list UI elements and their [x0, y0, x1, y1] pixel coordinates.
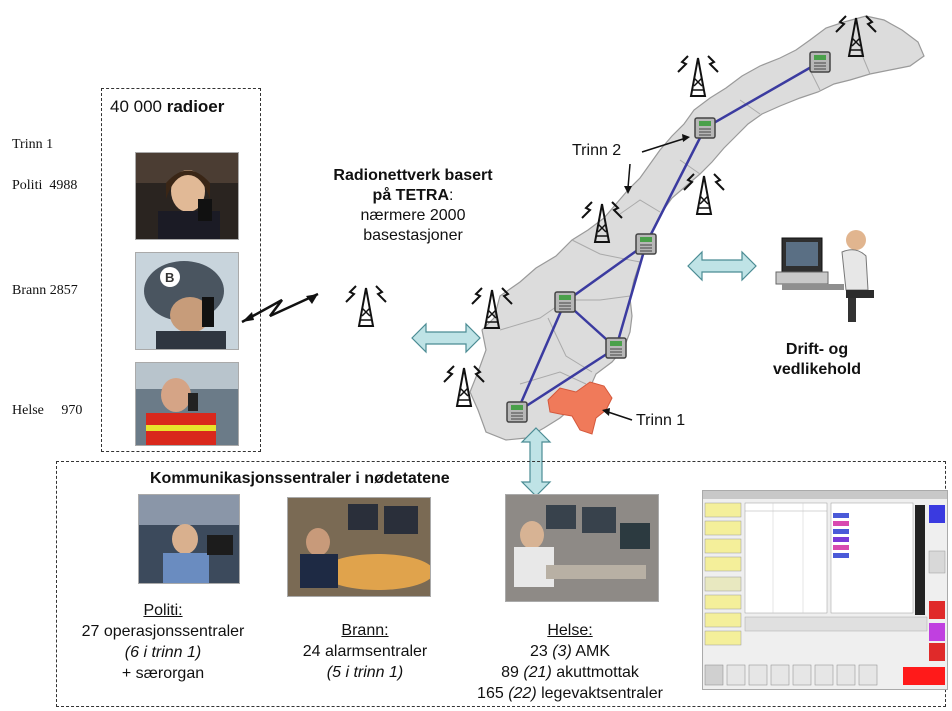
health-l1-count: 23 — [529, 643, 553, 660]
network-title-tail: : — [449, 187, 454, 204]
network-title-bold: på TETRA — [372, 187, 449, 204]
health-l2-trinn: (21) — [523, 664, 552, 681]
police-central-text: Politi: 27 operasjonssentraler (6 i trin… — [58, 600, 268, 684]
network-line3: nærmere 2000 — [360, 207, 466, 224]
trinn1-label: Trinn 1 — [636, 412, 686, 429]
radios-count-number: 40 000 — [110, 97, 162, 116]
phase-row-helse: Helse 970 — [12, 403, 82, 419]
health-line2: 89 (21) akuttmottak — [440, 662, 700, 683]
fire-central-photo — [287, 497, 431, 597]
phase1-header: Trinn 1 — [12, 137, 54, 152]
network-title-line2: på TETRA: — [300, 186, 526, 206]
fire-heading: Brann: — [341, 622, 389, 639]
radios-box — [101, 88, 261, 452]
health-l1-type: AMK — [571, 643, 611, 660]
police-line3: + særorgan — [121, 665, 205, 682]
health-l2-type: akuttmottak — [551, 664, 639, 681]
health-l3-count: 165 — [477, 685, 509, 702]
health-l3-type: legevaktsentraler — [536, 685, 663, 702]
health-line3: 165 (22) legevaktsentraler — [440, 683, 700, 704]
phase-row-name: Helse — [12, 403, 44, 418]
phase-row-brann: Brann 2857 — [12, 283, 78, 299]
firefighter-photo: B — [135, 252, 239, 350]
phase-row-politi: Politi 4988 — [12, 178, 77, 194]
police-line2: (6 i trinn 1) — [124, 644, 202, 661]
centrals-title: Kommunikasjonssentraler i nødetatene — [150, 470, 450, 487]
maintenance-line2: vedlikehold — [772, 361, 862, 378]
phase-row-value: 4988 — [49, 178, 78, 193]
police-officer-photo — [135, 152, 239, 240]
health-l1-trinn: (3) — [552, 643, 572, 660]
health-l3-trinn: (22) — [508, 685, 537, 702]
trinn2-label: Trinn 2 — [572, 142, 622, 159]
health-line1: 23 (3) AMK — [440, 641, 700, 662]
phase-row-name: Brann — [12, 283, 47, 298]
radios-count: 40 000 radioer — [110, 97, 224, 117]
health-central-text: Helse: 23 (3) AMK 89 (21) akuttmottak 16… — [440, 620, 700, 704]
police-line1: 27 operasjonssentraler — [81, 623, 245, 640]
phase-row-name: Politi — [12, 178, 43, 193]
paramedic-photo — [135, 362, 239, 446]
radios-count-label: radioer — [166, 97, 225, 116]
fire-line1: 24 alarmsentraler — [302, 643, 428, 660]
maintenance-line1: Drift- og — [785, 341, 849, 358]
network-title-line1: Radionettverk basert — [333, 167, 493, 184]
maintenance-label: Drift- og vedlikehold — [752, 340, 882, 380]
health-heading: Helse: — [547, 622, 593, 639]
health-l2-count: 89 — [501, 664, 524, 681]
police-central-photo — [138, 494, 240, 584]
fire-central-text: Brann: 24 alarmsentraler (5 i trinn 1) — [270, 620, 460, 683]
phase-row-value: 970 — [61, 403, 83, 418]
svg-text:B: B — [165, 270, 174, 285]
fire-line2: (5 i trinn 1) — [326, 664, 404, 681]
dispatch-console-screenshot — [702, 490, 948, 690]
health-central-photo — [505, 494, 659, 602]
police-heading: Politi: — [143, 602, 183, 619]
phase-row-value: 2857 — [49, 283, 78, 298]
network-line4: basestasjoner — [363, 227, 463, 244]
network-description: Radionettverk basert på TETRA: nærmere 2… — [300, 166, 526, 246]
